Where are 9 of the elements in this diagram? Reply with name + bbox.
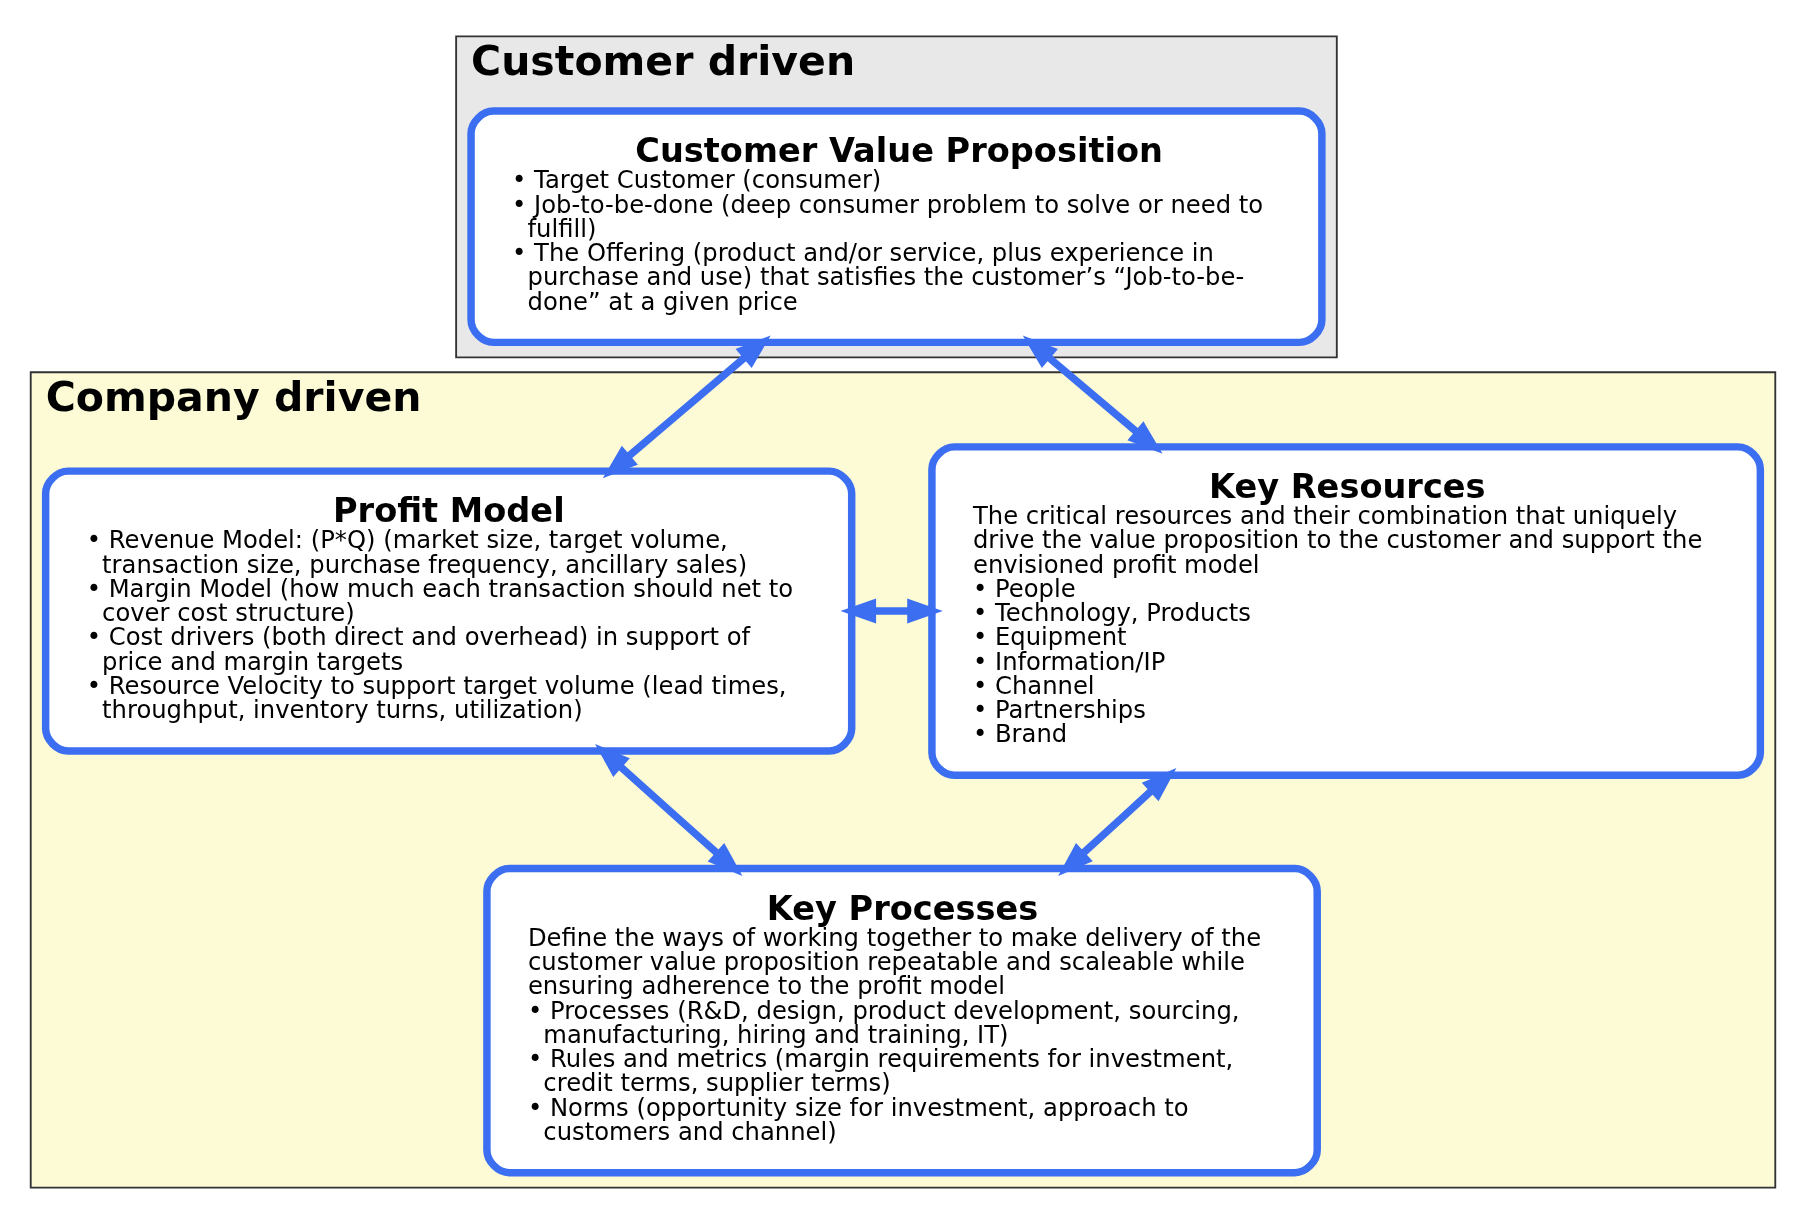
arrow xyxy=(840,598,943,624)
node-box: Key Resources The critical resources and their combination that uniquely drive the value proposition to the customer and support the envisioned profit model • People • Technology, Products • Equipment • Information/IP • Channel • Partnerships • Brand xyxy=(928,443,1765,779)
arrow xyxy=(1022,335,1163,454)
node-box: Key Processes Define the ways of working together to make delivery of the customer value proposition repeatable and scaleable while ensuring adherence to the profit model • Processes (R&D, design, product development, sourcing, manufacturing, hiring and training, IT) • Rules and metrics (margin requirements for investment, credit terms, supplier terms) • Norms (opportunity size for investment, approach to customers and channel) xyxy=(483,864,1321,1177)
arrow xyxy=(595,743,743,876)
node-box: Profit Model • Revenue Model: (P*Q) (market size, target volume, transaction size, purchase frequency, ancillary sales) • Margin Model (how much each transaction should net to cover cost structure) • Cost drivers (both direct and overhead) in support of price and margin targets • Resource Velocity to support target volume (lead times, throughput, inventory turns, utilization) xyxy=(41,467,856,755)
arrow xyxy=(602,335,771,479)
node-box: Customer Value Proposition • Target Customer (consumer) • Job-to-be-done (deep consumer problem to solve or need to fulfill) • The Offering (product and/or service, plus experience in purchase and use) that satisfies the customer’s “Job-to-be-done” at a given price xyxy=(467,107,1326,347)
arrow xyxy=(1058,768,1177,877)
